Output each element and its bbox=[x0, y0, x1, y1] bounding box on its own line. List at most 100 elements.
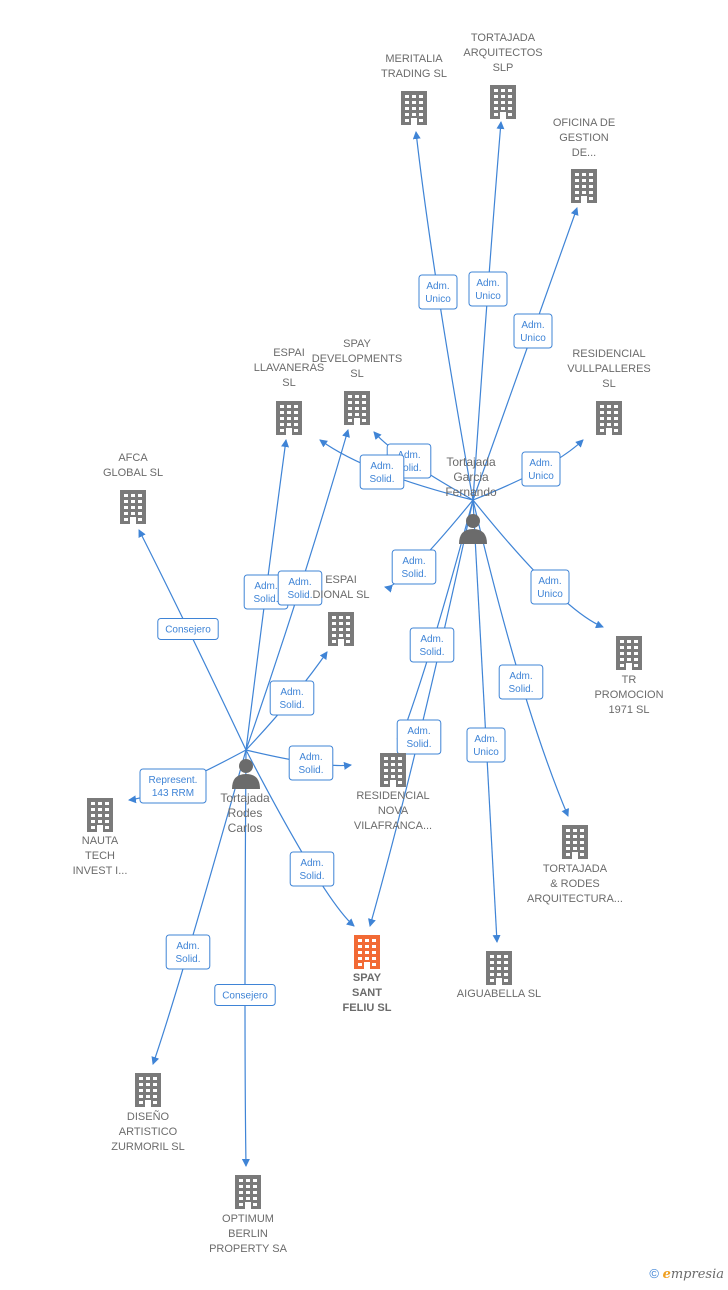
edge-label-p1-residencial_nova[interactable]: Adm.Solid. bbox=[409, 627, 455, 663]
edge-label-text: Solid. bbox=[253, 594, 278, 605]
edge-label-text: Unico bbox=[473, 747, 499, 758]
edge-label-p1-spay_sant[interactable]: Adm.Solid. bbox=[396, 719, 442, 755]
building-icon bbox=[135, 1073, 161, 1107]
edge-label-box bbox=[498, 664, 544, 700]
edge-label-p1-meritalia[interactable]: Adm.Unico bbox=[418, 274, 458, 310]
edge-label-p1-tortajada_rodes[interactable]: Adm.Solid. bbox=[498, 664, 544, 700]
edge-label-p2-optimum[interactable]: Consejero bbox=[214, 984, 276, 1006]
company-node-residencial_nova[interactable]: RESIDENCIALNOVAVILAFRANCA... bbox=[354, 753, 432, 832]
edge-label-text: Solid. bbox=[279, 700, 304, 711]
company-label-line: ESPAI bbox=[273, 347, 305, 359]
person-label-line: Rodes bbox=[228, 806, 263, 820]
company-label-line: SPAY bbox=[353, 972, 382, 984]
edge-label-text: Adm. bbox=[397, 450, 420, 461]
building-icon bbox=[380, 753, 406, 787]
company-label-line: TRADING SL bbox=[381, 68, 447, 80]
edge-label-p1-residencial_vull[interactable]: Adm.Unico bbox=[521, 451, 561, 487]
building-icon bbox=[486, 951, 512, 985]
brand-logo: empresia bbox=[663, 1267, 724, 1282]
edge-label-text: Adm. bbox=[476, 278, 499, 289]
edge-label-text: Solid. bbox=[396, 463, 421, 474]
edge-label-p2-diseno[interactable]: Adm.Solid. bbox=[165, 934, 211, 970]
edge-label-text: Unico bbox=[475, 291, 501, 302]
building-icon bbox=[276, 401, 302, 435]
edge-label-p1-tortajada_arq[interactable]: Adm. Unico bbox=[468, 271, 508, 307]
company-node-oficina[interactable]: OFICINA DEGESTIONDE... bbox=[553, 117, 615, 203]
company-label-line: 1971 SL bbox=[609, 704, 650, 716]
person-label-line: Tortajada bbox=[446, 455, 496, 469]
edge-label-box bbox=[165, 934, 211, 970]
company-node-tortajada_rodes[interactable]: TORTAJADA& RODESARQUITECTURA... bbox=[527, 825, 623, 905]
company-label-line: PROPERTY SA bbox=[209, 1243, 288, 1255]
edge-label-text: Adm. bbox=[529, 458, 552, 469]
edge-label-box bbox=[277, 570, 323, 606]
edge-label-text: Adm. bbox=[474, 734, 497, 745]
edge-label-p1-espai_llav[interactable]: Adm. Solid. bbox=[359, 454, 405, 490]
edge-label-box bbox=[466, 727, 506, 763]
edge-label-p2-spay_dev[interactable]: Adm.Solid. bbox=[277, 570, 323, 606]
building-icon bbox=[401, 91, 427, 125]
edge-label-p1-aiguabella[interactable]: Adm. Unico bbox=[466, 727, 506, 763]
edge-label-text: Adm. bbox=[402, 556, 425, 567]
company-label-line: SANT bbox=[352, 987, 382, 999]
company-node-espai_dional[interactable]: ESPAI DIONAL SL bbox=[312, 574, 370, 646]
building-icon bbox=[571, 169, 597, 203]
edge-label-text: Solid. bbox=[401, 569, 426, 580]
edge-label-p1-tr_promocion[interactable]: Adm.Unico bbox=[530, 569, 570, 605]
edge-label-text: Solid. bbox=[287, 590, 312, 601]
edge-label-text: Represent. bbox=[149, 775, 198, 786]
company-label-line: OPTIMUM bbox=[222, 1213, 274, 1225]
edge-label-box bbox=[396, 719, 442, 755]
edge-label-p1-espai_dional[interactable]: Adm. Solid. bbox=[391, 549, 437, 585]
edge-label-text: Solid. bbox=[369, 474, 394, 485]
edge-label-text: Adm. bbox=[299, 752, 322, 763]
edge-label-p2-afca[interactable]: Consejero bbox=[157, 618, 219, 640]
edge-label-text: Consejero bbox=[165, 625, 211, 636]
edge-label-p2-nauta[interactable]: Represent.143 RRM bbox=[139, 768, 207, 804]
company-label-line: & RODES bbox=[550, 878, 600, 890]
company-label-line: DISEÑO bbox=[127, 1110, 170, 1123]
edge-label-box bbox=[359, 454, 405, 490]
edge-label-text: Consejero bbox=[222, 991, 268, 1002]
edge-label-box bbox=[157, 618, 219, 640]
edge-label-p1-oficina[interactable]: Adm.Unico bbox=[513, 313, 553, 349]
edge-label-text: Solid. bbox=[406, 739, 431, 750]
building-icon bbox=[596, 401, 622, 435]
edge-labels-layer: Adm.UnicoAdm.UnicoAdm.UnicoAdm.UnicoAdm.… bbox=[139, 271, 570, 1006]
company-node-aiguabella[interactable]: AIGUABELLA SL bbox=[457, 951, 541, 1000]
edge-label-p2-spay_sant[interactable]: Adm.Solid. bbox=[289, 851, 335, 887]
company-label-line: RESIDENCIAL bbox=[572, 348, 645, 360]
edge-label-box bbox=[418, 274, 458, 310]
edge-label-text: Adm. bbox=[370, 461, 393, 472]
company-label-line: DIONAL SL bbox=[312, 589, 369, 601]
company-label-line: TR bbox=[622, 674, 637, 686]
company-label-line: SPAY bbox=[343, 338, 371, 350]
edge-label-p2-espai_dional[interactable]: Adm.Solid. bbox=[269, 680, 315, 716]
company-label-line: ESPAI bbox=[325, 574, 357, 586]
edge-label-box bbox=[391, 549, 437, 585]
company-label-line: TECH bbox=[85, 850, 115, 862]
edge-label-p2-espai_llav[interactable]: Adm.Solid. bbox=[243, 574, 289, 610]
company-label-line: GLOBAL SL bbox=[103, 467, 163, 479]
edge-label-text: Adm. bbox=[426, 281, 449, 292]
person-icon bbox=[459, 514, 487, 544]
edge-label-p2-residencial_nova[interactable]: Adm. Solid. bbox=[288, 745, 334, 781]
edge-label-text: Solid. bbox=[298, 765, 323, 776]
edge-label-text: Unico bbox=[537, 589, 563, 600]
edge-label-text: Solid. bbox=[299, 871, 324, 882]
